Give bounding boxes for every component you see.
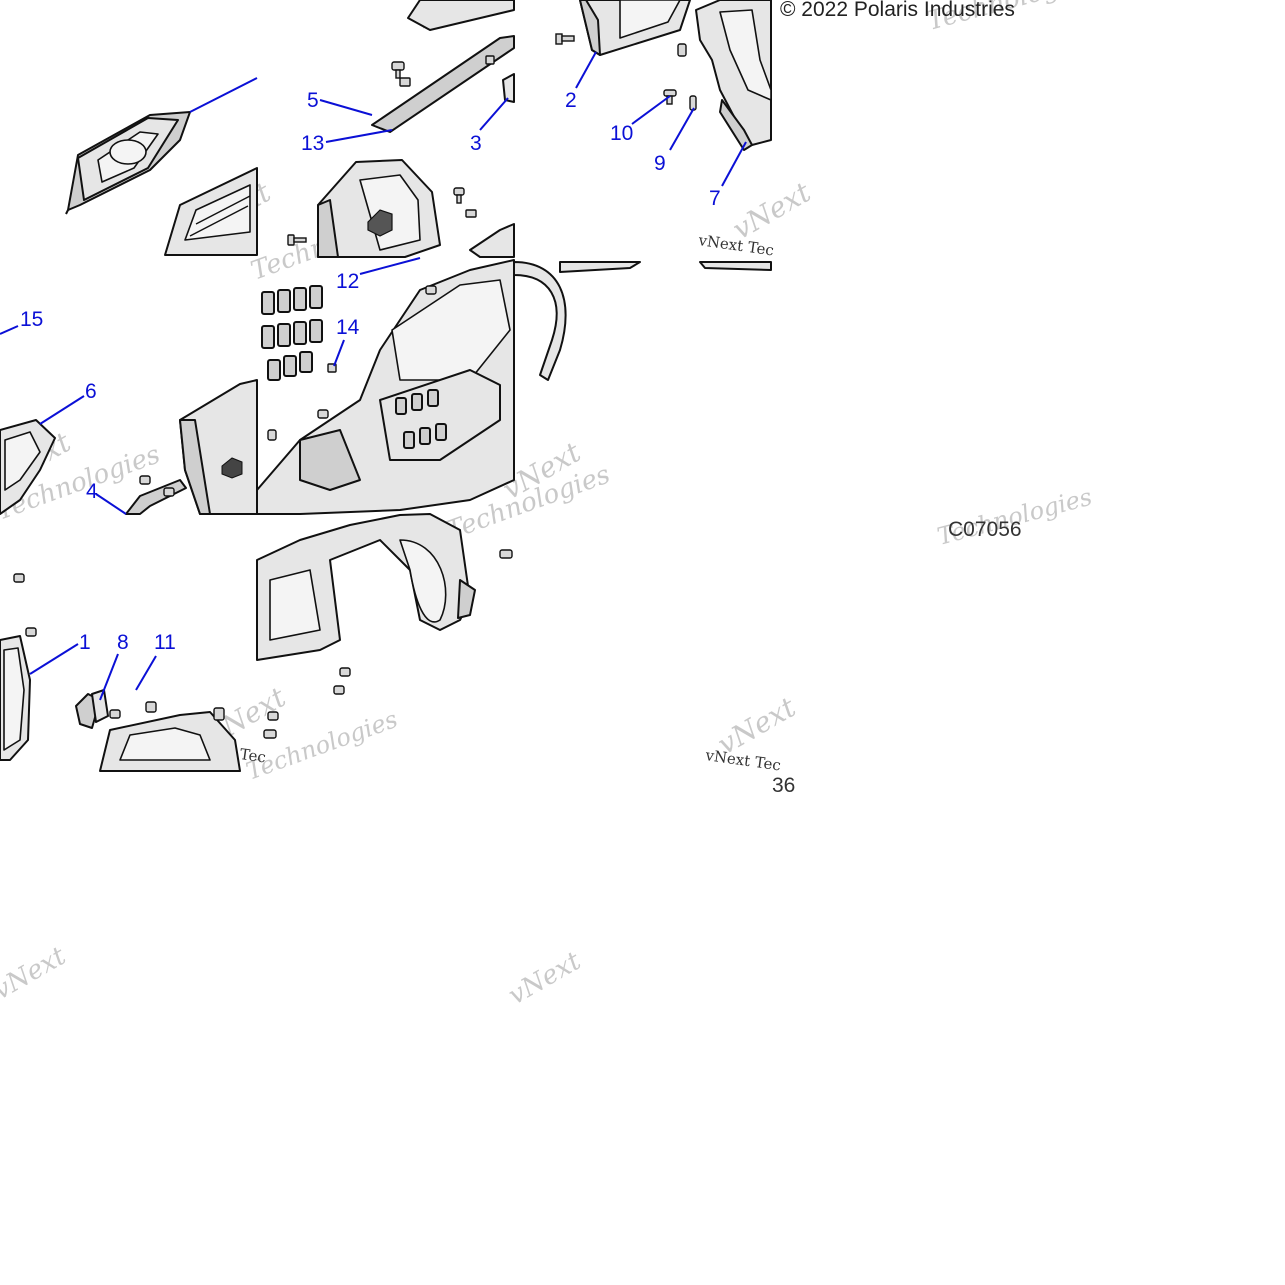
callout-10: 10	[610, 122, 633, 145]
callout-7: 7	[709, 187, 721, 210]
fasteners-tile7	[13, 573, 225, 721]
callout-4: 4	[86, 480, 98, 503]
watermark-small: vNext Tec	[696, 231, 775, 260]
dash-lower-frame	[256, 513, 476, 661]
callout-15: 15	[20, 308, 43, 331]
speaker-grille-panel	[65, 111, 191, 215]
callout-6: 6	[85, 380, 97, 403]
side-console-panel	[317, 159, 441, 258]
a-pillar-trim	[579, 0, 691, 56]
callout-1: 1	[79, 631, 91, 654]
callout-5: 5	[307, 89, 319, 112]
page-number-fragment: 36	[772, 774, 795, 797]
side-panel-right	[179, 379, 258, 515]
dash-lower-trim	[164, 167, 258, 256]
watermark-small: vNext Tec	[703, 746, 782, 775]
callout-9: 9	[654, 152, 666, 175]
glove-box-latch	[75, 689, 109, 729]
lower-dash-mount	[99, 711, 241, 772]
callout-3: 3	[470, 132, 482, 155]
switch-panel	[261, 285, 447, 449]
callout-leaders	[0, 51, 747, 701]
callout-2: 2	[565, 89, 577, 112]
knee-bolster-left	[0, 419, 56, 515]
fasteners-tile8	[263, 549, 513, 739]
figure-code: C07056	[948, 518, 1022, 541]
watermark-text: vNext	[727, 175, 817, 246]
callout-labels: 5 13 3 2 10 9 7 12 14 15 6 4 1 8 11	[20, 89, 721, 654]
dash-frame-arc	[513, 261, 772, 381]
retainer-strip	[125, 475, 187, 515]
callout-8: 8	[117, 631, 129, 654]
watermark-text: vNext	[0, 941, 71, 1006]
dash-main-body	[256, 259, 515, 515]
callout-12: 12	[336, 270, 359, 293]
left-side-panel	[0, 635, 31, 761]
copyright-notice: © 2022 Polaris Industries	[780, 0, 1015, 21]
fasteners-tile3	[555, 33, 697, 111]
fasteners-tile2	[287, 55, 495, 246]
callout-11: 11	[154, 631, 176, 654]
fasteners-tile5	[267, 285, 437, 441]
vent-bezel	[469, 73, 515, 258]
watermark-text: vNext	[504, 946, 587, 1011]
callout-14: 14	[336, 316, 360, 339]
callout-13: 13	[301, 132, 324, 155]
dash-end-bracket	[695, 0, 772, 151]
